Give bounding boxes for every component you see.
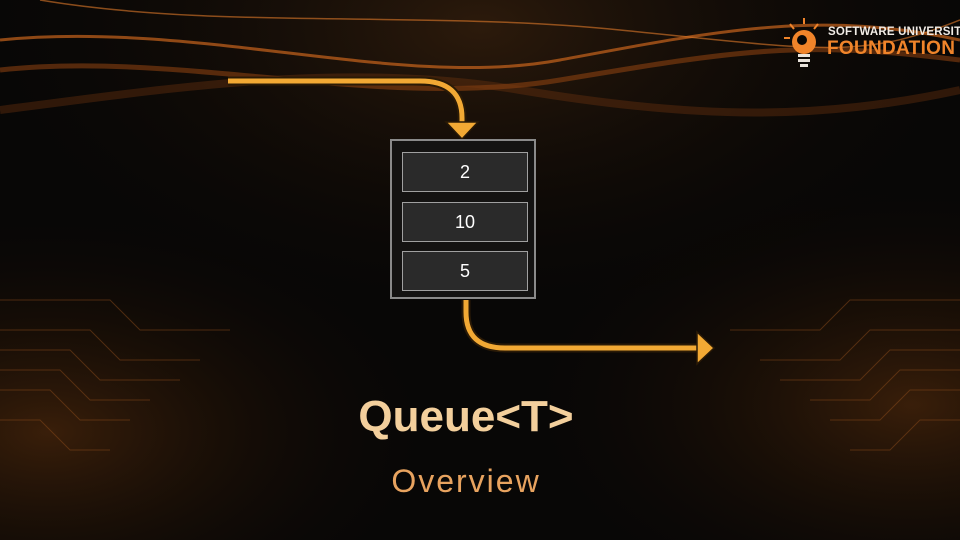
- lightbulb-icon: [784, 18, 819, 67]
- logo-bottom-text: FOUNDATION: [827, 38, 956, 59]
- slide-subtitle: Overview: [391, 463, 541, 499]
- slide-title: Queue<T>: [358, 392, 574, 441]
- queue-item: 10: [402, 202, 528, 242]
- software-university-logo: SOFTWARE UNIVERSITY FOUNDATION: [780, 16, 960, 72]
- dequeue-arrow: [461, 300, 698, 353]
- queue-item: 5: [402, 251, 528, 291]
- enqueue-arrow: [228, 76, 467, 124]
- queue-container: 2 10 5: [390, 139, 536, 299]
- queue-item: 2: [402, 152, 528, 192]
- logo-top-text: SOFTWARE UNIVERSITY: [828, 26, 960, 38]
